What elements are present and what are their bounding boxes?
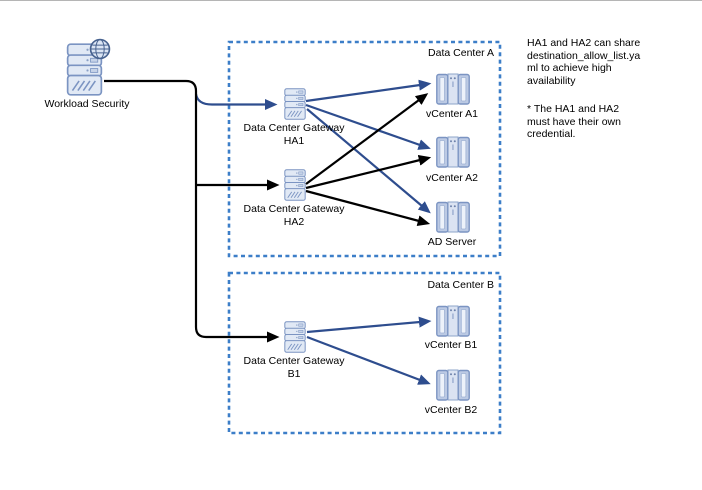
gateway-ha2-label: Data Center Gateway HA2 — [229, 203, 359, 228]
vcenter-b1-icon — [436, 305, 470, 337]
connection-ws-to-ha1 — [194, 93, 278, 110]
data-center-b-boundary — [227, 271, 502, 435]
annotation-block: HA1 and HA2 can share destination_allow_… — [527, 37, 699, 141]
gateway-ha2-icon — [284, 169, 306, 201]
ha-share-note: HA1 and HA2 can share destination_allow_… — [527, 37, 641, 87]
data-center-a-boundary — [227, 40, 502, 258]
gateway-b1-label-line2: B1 — [287, 367, 301, 380]
connection-ha1-to-vcenter-a2 — [305, 103, 431, 150]
gateway-ha1-icon — [284, 88, 306, 120]
vcenter-a2-icon — [436, 136, 470, 168]
ad-server-label: AD Server — [427, 236, 477, 248]
credential-note: * The HA1 and HA2 must have their own cr… — [527, 103, 621, 140]
globe-icon — [89, 38, 111, 60]
gateway-b1-label: Data Center Gateway B1 — [229, 355, 359, 380]
connection-b1-to-vcenter-b2 — [306, 335, 431, 385]
connection-ha1-to-vcenter-a1 — [305, 79, 432, 103]
vcenter-b1-label: vCenter B1 — [424, 339, 478, 351]
data-center-a-title: Data Center A — [428, 47, 494, 59]
vcenter-b2-label: vCenter B2 — [424, 404, 478, 416]
connection-ha1-to-ad-server — [306, 108, 431, 214]
connection-ws-trunk-to-b1 — [104, 79, 280, 343]
connection-ha2-to-ad-server — [305, 189, 431, 227]
gateway-ha1-label-line1: Data Center Gateway — [243, 122, 345, 134]
vcenter-b2-icon — [436, 369, 470, 401]
connection-b1-to-vcenter-b1 — [306, 316, 432, 334]
vcenter-a2-label: vCenter A2 — [426, 172, 478, 184]
workload-security-label: Workload Security — [44, 98, 130, 110]
vcenter-a1-icon — [436, 73, 470, 105]
gateway-ha1-label: Data Center Gateway HA1 — [229, 122, 359, 147]
gateway-b1-label-line1: Data Center Gateway — [243, 355, 345, 367]
gateway-b1-icon — [284, 321, 306, 353]
gateway-ha1-label-line2: HA1 — [283, 134, 305, 147]
data-center-b-title: Data Center B — [427, 279, 494, 291]
connection-ha2-to-vcenter-a1 — [305, 93, 429, 185]
gateway-ha2-label-line2: HA2 — [283, 215, 305, 228]
ad-server-icon — [436, 201, 470, 233]
vcenter-a1-label: vCenter A1 — [426, 108, 478, 120]
gateway-ha2-label-line1: Data Center Gateway — [243, 203, 345, 215]
connection-ha2-to-vcenter-a2 — [305, 154, 432, 190]
